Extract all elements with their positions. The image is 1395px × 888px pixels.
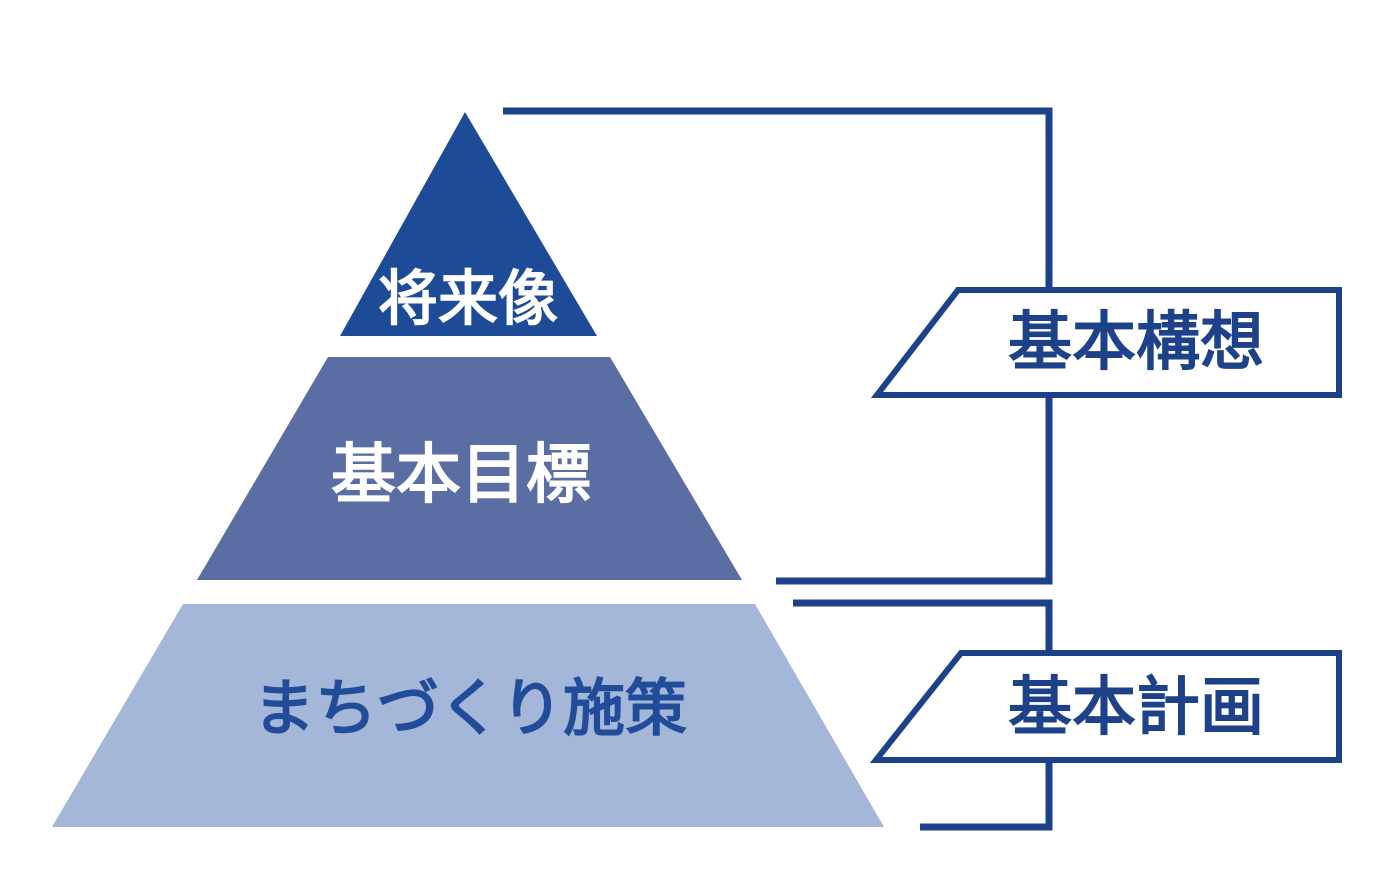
tier2-label: 基本目標 [331,438,591,511]
tier-kihon-mokuhyou [197,357,742,580]
label-box-kihon-kousou [870,287,1342,398]
tier1-label: 将来像 [378,266,558,333]
tier-shourai-zou [340,112,597,336]
annotation-label-kihon-kousou: 基本構想 [1008,306,1264,378]
tier3-label: まちづくり施策 [253,675,687,744]
label-box-kihon-keikaku [869,650,1342,763]
annotation-label-kihon-keikaku: 基本計画 [1008,671,1264,743]
tier-machizukuri-shisaku [52,604,884,827]
